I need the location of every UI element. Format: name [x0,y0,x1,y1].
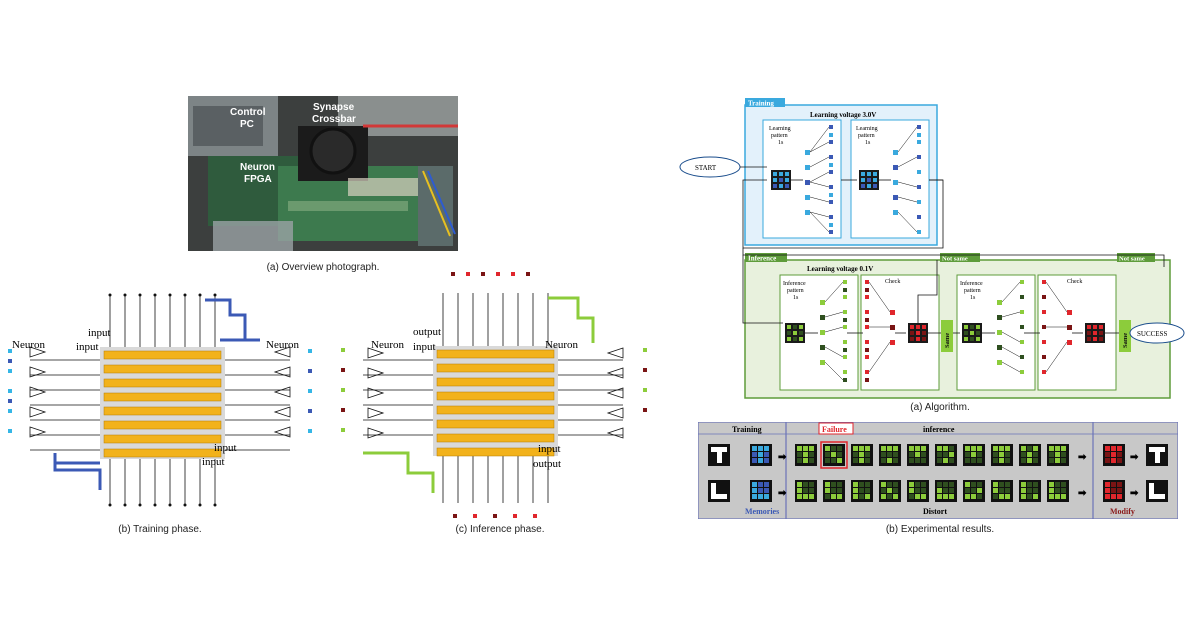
training-tag: Training [748,100,774,108]
results-svg: Training Failure inference Memories Dist… [697,421,1179,520]
svg-text:➡: ➡ [1078,452,1087,463]
success-node: SUCCESS [1137,330,1167,338]
photo-label-crossbar: Crossbar [312,114,356,125]
inf-pattern-1-l2: pattern [787,288,804,294]
learning-voltage-train: Learning voltage 3.0V [810,111,876,119]
inf-pattern-1-l3: 1s [793,295,799,301]
inference-tag: Inference [748,255,776,263]
photo-label-synapse: Synapse [313,102,355,113]
learning-voltage-inf: Learning voltage 0.1V [807,265,873,273]
results-caption: (b) Experimental results. [885,524,995,535]
train-input-1: input [88,327,111,339]
svg-text:➡: ➡ [1078,488,1087,499]
inf-neuron-right: Neuron [545,339,578,351]
inference-phase-svg: Neuron Neuron output input input output [341,272,647,518]
train-input-2: input [76,341,99,353]
inf-pattern-2-l3: 1s [970,295,976,301]
inf-output-1: output [413,326,441,338]
check-1: Check [885,279,900,285]
train-pattern-2-l3: 1s [865,140,871,146]
svg-text:➡: ➡ [1130,488,1139,499]
results-memories-label: Memories [745,507,779,516]
results-panel: Training Failure inference Memories Dist… [697,421,1179,520]
not-same-tag-1: Not same [942,256,968,263]
inf-pattern-1-l1: Inference [783,280,806,287]
results-failure-label: Failure [822,425,847,434]
algorithm-caption: (a) Algorithm. [910,402,970,413]
train-input-3: input [214,442,237,454]
same-tag-2: Same [1122,333,1129,348]
inf-output-2: output [533,458,561,470]
not-same-tag-2: Not same [1119,256,1145,263]
training-phase-svg: Neuron Neuron input input input input [8,293,312,507]
train-pattern-2-l1: Learning [856,126,878,132]
photo-label-fpga: FPGA [244,174,272,185]
photo-image: Control PC Synapse Crossbar Neuron FPGA [188,96,458,251]
inf-input-2: input [538,443,561,455]
photo-label-pc: PC [240,119,254,130]
train-neuron-left: Neuron [12,339,45,351]
inf-pattern-2-l2: pattern [964,288,981,294]
results-modify-label: Modify [1110,507,1135,516]
photo-caption: (a) Overview photograph. [266,262,380,273]
train-pattern-1-l1: Learning [769,126,791,132]
train-input-4: input [202,456,225,468]
inf-input-1: input [413,341,436,353]
photo-label-control: Control [230,107,266,118]
training-phase-diagram: Neuron Neuron input input input input [0,285,320,515]
training-caption: (b) Training phase. [118,524,202,535]
train-pattern-1-l2: pattern [771,133,788,139]
svg-text:➡: ➡ [778,452,787,463]
train-pattern-2-l2: pattern [858,133,875,139]
svg-text:➡: ➡ [778,488,787,499]
train-pattern-1-l3: 1s [778,140,784,146]
results-distort-label: Distort [923,507,947,516]
results-inference-header: inference [923,425,955,434]
inf-neuron-left: Neuron [371,339,404,351]
same-tag-1: Same [944,333,951,348]
svg-text:➡: ➡ [1130,452,1139,463]
check-2: Check [1067,279,1082,285]
start-node: START [695,164,717,172]
algorithm-svg: Training Learning voltage 3.0V Learning … [679,98,1185,399]
overview-photo: Control PC Synapse Crossbar Neuron FPGA [188,96,458,251]
inference-phase-diagram: Neuron Neuron output input input output [333,268,658,523]
inf-pattern-2-l1: Inference [960,280,983,287]
photo-label-neuron: Neuron [240,162,275,173]
train-neuron-right: Neuron [266,339,299,351]
algorithm-diagram: Training Learning voltage 3.0V Learning … [675,95,1185,405]
inference-caption: (c) Inference phase. [455,524,545,535]
results-training-header: Training [732,425,762,434]
